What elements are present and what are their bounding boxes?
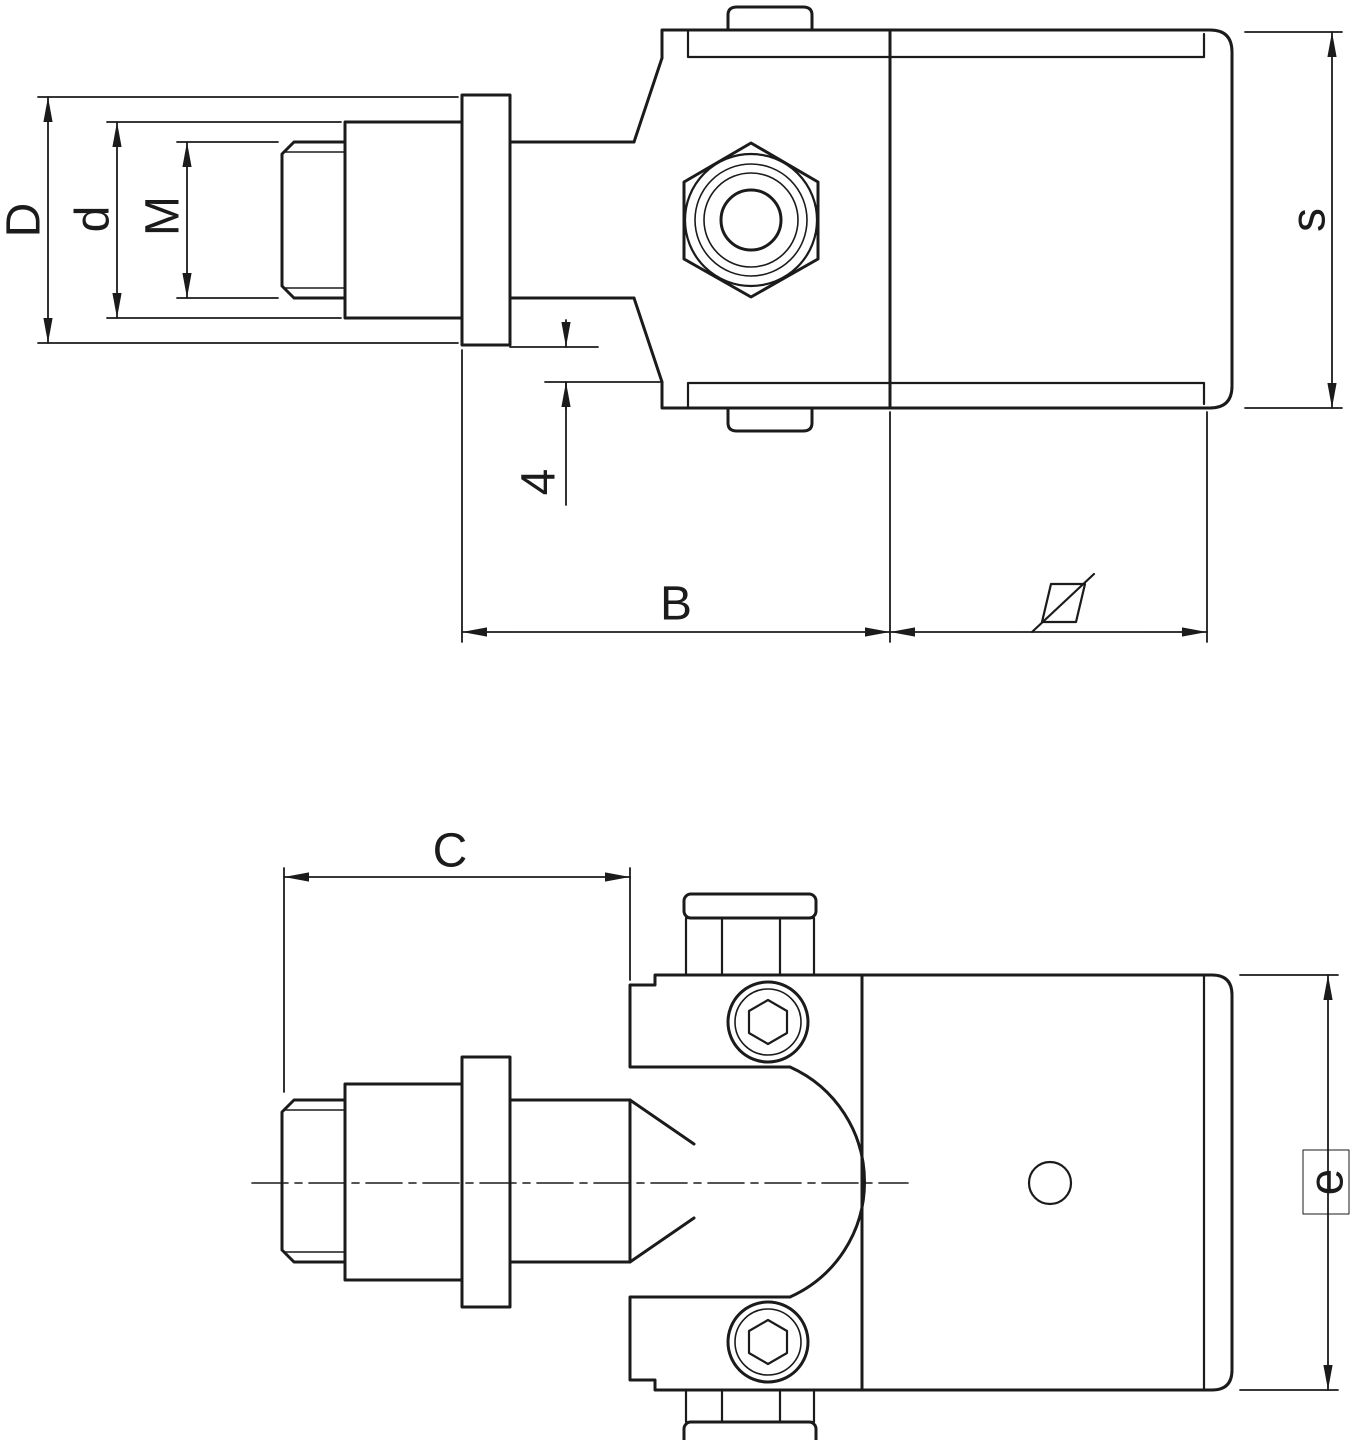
nut-circle-mid2 bbox=[703, 172, 799, 268]
nut-circle-outer bbox=[683, 152, 819, 288]
bottom-plug bbox=[726, 406, 814, 433]
socket-screw-top-mid bbox=[734, 988, 802, 1056]
hex-nut-outline bbox=[682, 141, 820, 299]
hex-fitting-bottom-facets bbox=[684, 1388, 816, 1424]
dim-label-d: d bbox=[67, 206, 120, 233]
top-plug bbox=[726, 5, 814, 32]
body-inner-bands bbox=[686, 28, 1206, 410]
dim-label-s: s bbox=[1283, 208, 1336, 232]
dim-label-M: M bbox=[137, 196, 190, 236]
diameter-symbol-slash bbox=[1030, 572, 1096, 634]
extension-lines bbox=[37, 31, 1343, 643]
socket-screw-bottom-outer bbox=[726, 1300, 810, 1384]
shaft-lines bbox=[508, 140, 636, 300]
dim-label-C: C bbox=[433, 825, 468, 878]
nose-chamfer-lines bbox=[632, 56, 664, 384]
socket-screw-top-hex bbox=[747, 998, 789, 1046]
clamp-nose-arc bbox=[788, 1065, 866, 1299]
hex-fitting-top-facets bbox=[684, 916, 816, 977]
socket-screw-bottom-hex bbox=[747, 1318, 789, 1366]
flange2-outline bbox=[460, 1055, 512, 1309]
shaft2-lines bbox=[508, 1098, 632, 1264]
nut-bore-circle bbox=[719, 188, 783, 252]
hex-fitting-top-cap bbox=[682, 892, 818, 920]
extension-lines-2 bbox=[283, 867, 1339, 1391]
top-view: C e bbox=[251, 825, 1354, 1440]
label-backing-e bbox=[1302, 1149, 1350, 1215]
socket-screw-bottom-mid bbox=[734, 1308, 802, 1376]
thread-depth2-lines bbox=[283, 1109, 346, 1253]
dim-label-B: B bbox=[660, 578, 692, 631]
socket-screw-top-outer bbox=[726, 980, 810, 1064]
hex-fitting-bottom-cap bbox=[682, 1420, 818, 1440]
body-outline bbox=[660, 28, 1234, 410]
nut-circle-mid1 bbox=[694, 163, 808, 277]
thread-stub2-outline bbox=[280, 1098, 347, 1264]
body2-outline bbox=[860, 973, 1234, 1392]
dim-label-4: 4 bbox=[513, 469, 566, 496]
diameter-symbol bbox=[1030, 572, 1096, 634]
thread-depth-lines bbox=[283, 151, 346, 289]
thread-stub-outline bbox=[280, 140, 347, 300]
side-view: D d M 4 B s bbox=[0, 5, 1343, 643]
nose-cone-lines bbox=[628, 1098, 696, 1264]
flange-outline bbox=[460, 93, 512, 347]
dim-label-e: e bbox=[1301, 1169, 1354, 1196]
side-view-dimensions: D d M 4 B s bbox=[0, 31, 1343, 643]
cylinder2-outline bbox=[343, 1082, 464, 1282]
dim-label-D: D bbox=[0, 203, 51, 238]
side-hole-circle bbox=[1027, 1160, 1073, 1206]
diameter-symbol-square bbox=[1040, 582, 1087, 624]
top-view-dimensions: C e bbox=[283, 825, 1354, 1391]
clamp-arms-outline bbox=[628, 973, 864, 1392]
cylinder-outline bbox=[343, 120, 464, 320]
